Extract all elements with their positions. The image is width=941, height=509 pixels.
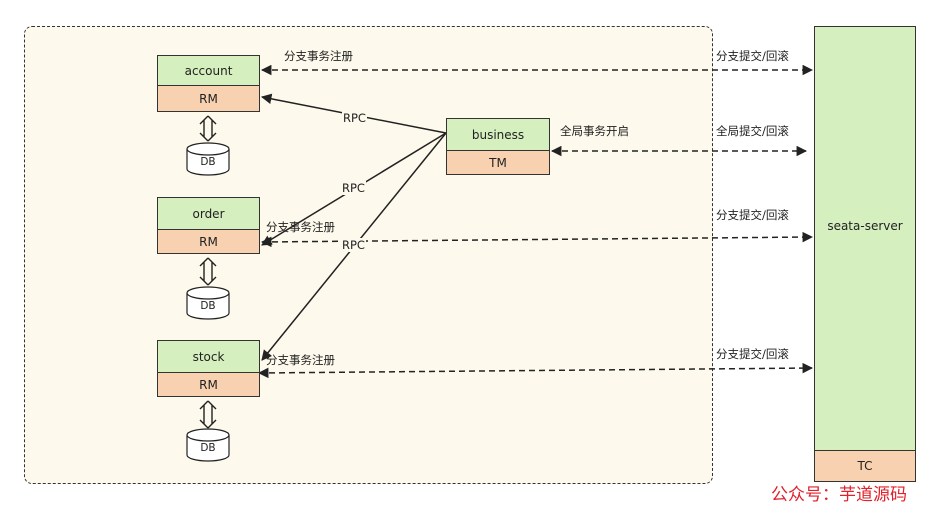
business-service: business TM (446, 118, 550, 175)
db-label: DB (200, 442, 216, 454)
application-region (24, 26, 713, 484)
db-arrow-order (199, 257, 217, 286)
stock-db: DB (186, 428, 230, 462)
business-role: TM (447, 151, 549, 174)
db-cylinder-icon (186, 428, 230, 462)
db-arrow-stock (199, 400, 217, 429)
label-branch-register-order: 分支事务注册 (266, 220, 335, 234)
account-role: RM (158, 86, 259, 111)
db-arrow-account (199, 115, 217, 142)
account-db: DB (186, 142, 230, 176)
order-role: RM (158, 230, 259, 253)
stock-service: stock RM (157, 340, 260, 397)
seata-server-name: seata-server (827, 219, 903, 233)
business-name: business (447, 119, 549, 151)
seata-server-role: TC (814, 450, 916, 482)
stock-role: RM (158, 373, 259, 396)
label-branch-register-account: 分支事务注册 (284, 49, 353, 63)
label-branch-commit-stock: 分支提交/回滚 (716, 347, 789, 361)
label-global-begin: 全局事务开启 (560, 124, 629, 138)
label-branch-register-stock: 分支事务注册 (266, 353, 335, 367)
label-rpc-account: RPC (342, 111, 367, 125)
order-service: order RM (157, 197, 260, 254)
account-name: account (158, 56, 259, 86)
label-global-commit: 全局提交/回滚 (716, 124, 789, 138)
account-service: account RM (157, 55, 260, 112)
label-rpc-order: RPC (341, 181, 366, 195)
order-db: DB (186, 286, 230, 320)
label-branch-commit-order: 分支提交/回滚 (716, 208, 789, 222)
db-label: DB (200, 156, 216, 168)
dashed-stock-tc (257, 362, 814, 379)
watermark: 公众号：芋道源码 (771, 485, 907, 505)
stock-name: stock (158, 341, 259, 373)
seata-server: seata-server TC (814, 26, 916, 482)
order-name: order (158, 198, 259, 230)
db-cylinder-icon (186, 142, 230, 176)
label-branch-commit-account: 分支提交/回滚 (716, 49, 789, 63)
label-rpc-stock: RPC (341, 238, 366, 252)
db-label: DB (200, 300, 216, 312)
db-cylinder-icon (186, 286, 230, 320)
